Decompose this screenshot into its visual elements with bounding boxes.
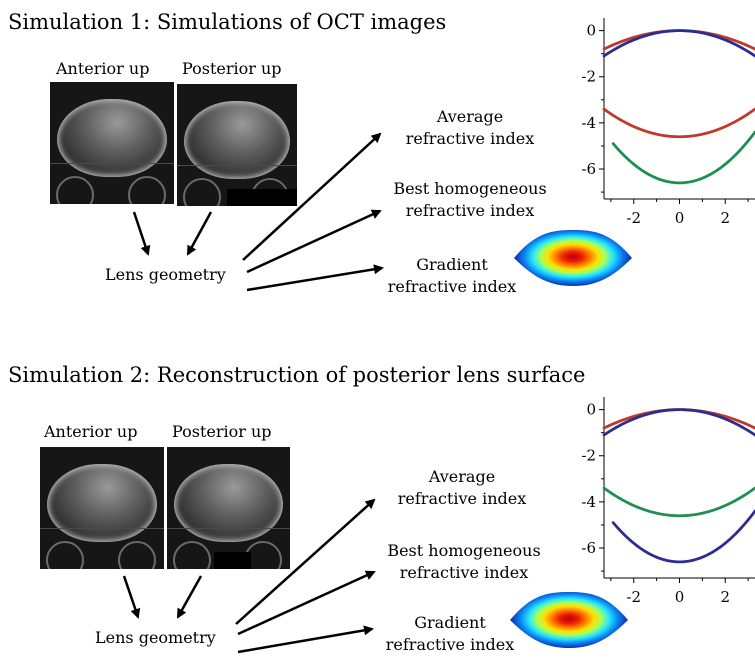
chart2-y-tick-label: -4 (581, 493, 596, 511)
chart1-y-tick-label: -6 (581, 160, 596, 178)
sim2-anterior-label: Anterior up (44, 422, 138, 441)
chart1-x-tick-label: 0 (675, 209, 685, 227)
chart2-series-3 (602, 486, 755, 518)
sim2-title: Simulation 2: Reconstruction of posterio… (8, 363, 586, 387)
sim1-arrow-anterior-to-geometry (132, 211, 151, 256)
chart1-series-2 (602, 29, 755, 58)
sim1-oct-anterior-image (50, 82, 174, 204)
sim1-title: Simulation 1: Simulations of OCT images (8, 10, 447, 34)
sim1-lens-geometry-label: Lens geometry (105, 265, 226, 284)
chart2-series-4 (611, 509, 755, 564)
sim1-arrow-to-gradient (246, 264, 384, 292)
chart2-x-tick-label: 0 (675, 588, 685, 606)
sim2-profile-chart: 0 -2 -4 -6 -2 0 2 (581, 397, 755, 606)
sim1-oct-posterior-image (177, 84, 297, 206)
chart2-x-tick-label: 2 (720, 588, 730, 606)
chart2-x-tick-label: -2 (626, 588, 641, 606)
sim2-arrow-posterior-to-geometry (176, 575, 203, 619)
chart1-y-tick-label: -2 (581, 68, 596, 86)
chart1-series-1 (602, 29, 755, 51)
sim2-oct-posterior-image (167, 447, 290, 569)
sim1-anterior-label: Anterior up (56, 59, 150, 78)
sim2-lens-geometry-label: Lens geometry (95, 628, 216, 647)
sim1-arrow-to-average (242, 132, 382, 261)
sim2-arrow-to-average (235, 498, 376, 625)
sim1-profile-chart: 0 -2 -4 -6 -2 0 2 (581, 18, 755, 227)
sim2-arrow-anterior-to-geometry (122, 575, 141, 619)
chart2-series-2 (602, 408, 755, 437)
chart1-series-3 (602, 107, 755, 139)
chart2-y-tick-label: -6 (581, 539, 596, 557)
sim2-oct-anterior-image (40, 447, 164, 569)
chart1-x-tick-label: -2 (626, 209, 641, 227)
chart1-x-tick-label: 2 (720, 209, 730, 227)
chart2-y-tick-label: 0 (586, 401, 596, 419)
sim1-posterior-label: Posterior up (182, 59, 282, 78)
chart1-y-tick-label: 0 (586, 22, 596, 40)
chart2-y-tick-label: -2 (581, 447, 596, 465)
chart1-series-4 (611, 130, 755, 185)
sim2-posterior-label: Posterior up (172, 422, 272, 441)
chart2-series-1 (602, 408, 755, 430)
sim1-arrow-to-best-homogeneous (246, 209, 382, 274)
sim2-arrow-to-gradient (237, 625, 374, 654)
chart1-y-tick-label: -4 (581, 114, 596, 132)
sim1-arrow-posterior-to-geometry (186, 211, 213, 256)
sim2-arrow-to-best-homogeneous (237, 570, 376, 636)
